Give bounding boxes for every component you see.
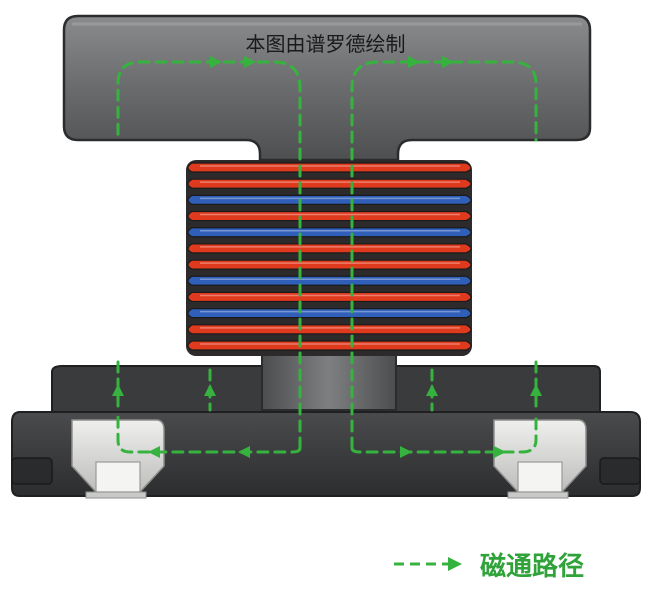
flux-arrow-icon bbox=[238, 446, 250, 458]
bottom-core-base bbox=[11, 365, 641, 497]
flux-arrow-icon bbox=[530, 384, 542, 396]
flux-arrow-icon bbox=[244, 56, 256, 68]
winding-turn bbox=[187, 308, 472, 319]
left-terminal bbox=[71, 419, 165, 499]
winding-turn bbox=[187, 243, 472, 254]
legend-label: 磁通路径 bbox=[480, 552, 585, 582]
flux-arrow-icon bbox=[204, 384, 216, 396]
flux-arrow-icon bbox=[400, 446, 412, 458]
winding-coil bbox=[186, 160, 472, 356]
winding-turn bbox=[187, 227, 472, 238]
flux-arrow-icon bbox=[426, 384, 438, 396]
flux-arrow-icon bbox=[210, 56, 222, 68]
winding-turn bbox=[187, 210, 472, 222]
winding-turn bbox=[187, 324, 472, 335]
flux-arrow-icon bbox=[494, 446, 506, 458]
winding-turn bbox=[187, 194, 472, 205]
legend: 磁通路径 bbox=[470, 546, 584, 583]
legend-flux-symbol bbox=[394, 557, 462, 571]
watermark-text: 本图由谱罗德绘制 bbox=[245, 32, 406, 56]
flux-arrow-icon bbox=[148, 446, 160, 458]
legend-arrow-icon bbox=[448, 557, 462, 571]
winding-turn bbox=[187, 275, 472, 286]
winding-turn bbox=[187, 291, 472, 303]
flux-arrow-icon bbox=[112, 384, 124, 396]
right-terminal bbox=[493, 419, 587, 499]
flux-arrows bbox=[112, 56, 542, 458]
winding-turn bbox=[187, 162, 472, 173]
winding-turn bbox=[187, 340, 472, 351]
winding-turn bbox=[187, 178, 472, 189]
flux-arrow-icon bbox=[442, 56, 454, 68]
winding-body bbox=[186, 160, 472, 356]
flux-arrow-icon bbox=[408, 56, 420, 68]
winding-turn bbox=[187, 259, 472, 270]
